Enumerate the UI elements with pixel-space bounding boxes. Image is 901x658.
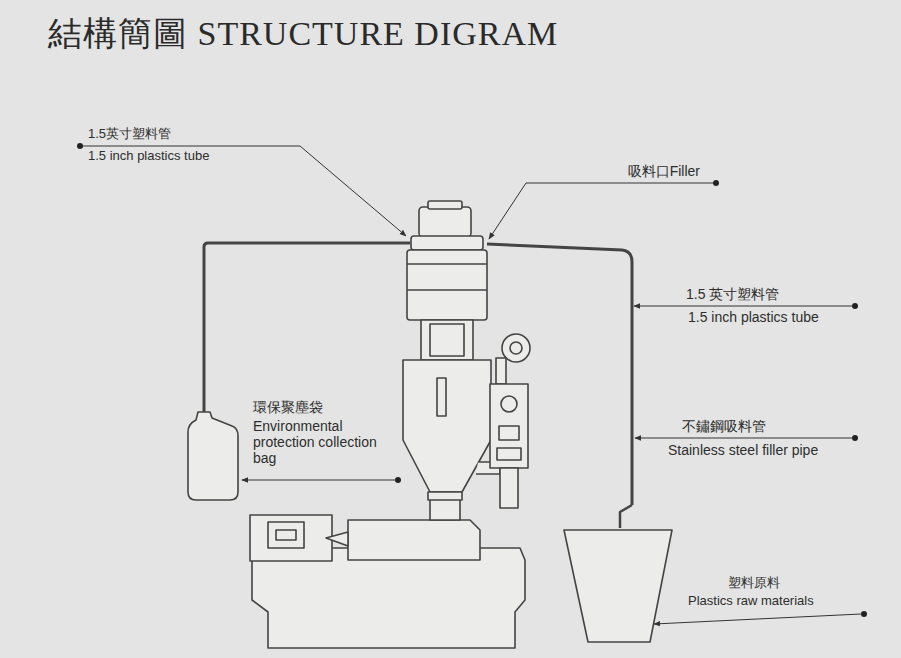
callout-dot	[852, 303, 858, 309]
feed-throat	[430, 498, 460, 520]
callout-dot	[77, 143, 83, 149]
leader-line	[489, 183, 714, 239]
callout-label: 1.5 inch plastics tube	[88, 149, 209, 164]
barrel-block	[348, 520, 480, 560]
callout-label: 1.5英寸塑料管	[88, 127, 171, 142]
callout-label: 塑料原料	[728, 576, 780, 591]
callout-dot	[395, 477, 401, 483]
clamp-unit	[250, 515, 332, 561]
callout-label: 吸料口Filler	[628, 163, 700, 179]
switch	[497, 448, 521, 460]
callout-dot	[713, 180, 719, 186]
callout-dot	[861, 611, 867, 617]
motor-cap	[428, 201, 462, 209]
clamp-platen	[268, 522, 304, 548]
cylinder-band	[407, 289, 487, 291]
callout-label: 不鏽鋼吸料管	[682, 418, 766, 434]
callout-dot	[852, 435, 858, 441]
diagram-title: 結構簡圖 STRUCTURE DIGRAM	[48, 14, 558, 53]
motor-housing	[419, 207, 471, 237]
loader-cylinder	[407, 250, 487, 320]
callout-label: Plastics raw materials	[688, 594, 814, 609]
loader-neck	[421, 320, 473, 360]
leader-line	[242, 480, 395, 481]
callout-label: 環保聚塵袋	[253, 399, 323, 415]
callout-label: Stainless steel filler pipe	[668, 442, 818, 458]
leader-line	[654, 614, 861, 624]
power-socket	[501, 396, 517, 412]
cylinder-band	[407, 263, 487, 265]
machine-base	[252, 548, 525, 648]
material-bin	[564, 530, 672, 642]
hopper-flange	[428, 492, 462, 500]
nozzle	[326, 532, 348, 546]
clamp-ram	[276, 530, 296, 540]
level-window	[437, 378, 446, 416]
blower-hub	[510, 342, 522, 354]
plastic-tube	[487, 244, 632, 505]
plastic-tube	[204, 243, 410, 412]
blower-duct	[496, 358, 506, 384]
sight-window	[430, 324, 464, 356]
leader-line	[80, 146, 406, 236]
collection-bag	[188, 412, 238, 500]
switch	[499, 426, 519, 440]
loader-lid	[411, 236, 483, 250]
leader-line	[635, 438, 852, 439]
callout-label: 1.5 inch plastics tube	[688, 309, 819, 325]
callout-label: Environmental protection collection bag	[253, 418, 383, 466]
control-box	[490, 384, 528, 468]
stainless-pipe	[620, 505, 632, 528]
leader-line	[634, 306, 852, 307]
stand-pipe	[500, 468, 518, 508]
callout-label: 1.5 英寸塑料管	[686, 286, 779, 302]
